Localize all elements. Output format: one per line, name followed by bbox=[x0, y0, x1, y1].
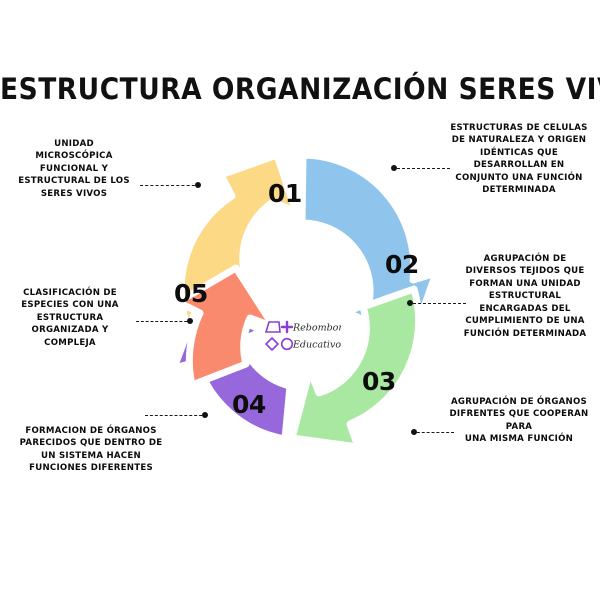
caption-05: CLASIFICACIÓN DE ESPECIES CON UNA ESTRUC… bbox=[6, 287, 134, 349]
caption-01-line-5: SERES VIVOS bbox=[40, 188, 108, 199]
cycle-segment-03[interactable] bbox=[288, 285, 423, 451]
caption-06-line-1: AGRUPACIÓN DE ÓRGANOS bbox=[450, 397, 587, 407]
leader-line-01 bbox=[140, 182, 201, 189]
caption-02-line-3: IDÉNTICAS QUE bbox=[480, 147, 558, 158]
leader-line-03 bbox=[407, 300, 466, 307]
caption-04-line-1: FORMACION DE ÓRGANOS bbox=[25, 426, 157, 436]
caption-06-line-3: UNA MISMA FUNCIÓN bbox=[464, 434, 574, 445]
cycle-diagram bbox=[150, 150, 450, 451]
caption-02-line-4: DESARROLLAN EN bbox=[473, 160, 565, 171]
cycle-number-04: 04 bbox=[232, 390, 266, 419]
leader-line-05 bbox=[136, 318, 193, 325]
cycle-number-02: 02 bbox=[385, 250, 419, 279]
caption-02: ESTRUCTURAS DE CELULAS DE NATURALEZA Y O… bbox=[443, 122, 595, 197]
caption-06: AGRUPACIÓN DE ÓRGANOS DIFRENTES QUE COOP… bbox=[441, 396, 597, 446]
caption-03-line-1: AGRUPACIÓN DE bbox=[483, 254, 567, 264]
caption-02-line-2: DE NATURALEZA Y ORIGEN bbox=[451, 135, 587, 146]
leader-line-06 bbox=[411, 429, 454, 436]
page-title: Estructura Organización Seres Vivos bbox=[0, 72, 600, 107]
caption-03-line-2: DIVERSOS TEJIDOS QUE bbox=[465, 266, 585, 277]
caption-04-line-3: UN SISTEMA HACEN bbox=[41, 450, 141, 461]
caption-02-line-5: CONJUNTO UNA FUNCIÓN bbox=[455, 172, 583, 183]
diamond-icon bbox=[264, 336, 280, 352]
caption-04-line-4: FUNCIONES DIFERENTES bbox=[29, 463, 153, 474]
caption-06-line-2: DIFRENTES QUE COOPERAN PARA bbox=[449, 409, 589, 432]
caption-04: FORMACION DE ÓRGANOS PARECIDOS QUE DENTR… bbox=[5, 425, 177, 475]
trapezoid-icon bbox=[264, 321, 281, 333]
caption-01-line-4: ESTRUCTURAL DE LOS bbox=[18, 176, 130, 187]
logo-name-line1: Rebombori bbox=[292, 323, 341, 334]
cycle-number-05: 05 bbox=[174, 279, 208, 308]
caption-01: UNIDAD MICROSCÓPICA FUNCIONAL Y ESTRUCTU… bbox=[8, 138, 140, 200]
caption-04-line-2: PARECIDOS QUE DENTRO DE bbox=[19, 438, 163, 449]
caption-05-line-1: CLASIFICACIÓN DE bbox=[23, 288, 117, 298]
caption-05-line-3: ESTRUCTURA bbox=[36, 312, 104, 323]
caption-03-line-7: FUNCIÓN DETERMINADA bbox=[463, 328, 587, 339]
circle-icon bbox=[280, 337, 294, 351]
caption-03: AGRUPACIÓN DE DIVERSOS TEJIDOS QUE FORMA… bbox=[455, 253, 595, 340]
caption-03-line-4: ESTRUCTURAL bbox=[488, 291, 562, 302]
cycle-number-03: 03 bbox=[362, 367, 396, 396]
logo-name-line2: Educativo bbox=[292, 340, 341, 351]
cycle-number-01: 01 bbox=[268, 179, 302, 208]
caption-05-line-4: ORGANIZADA Y bbox=[31, 325, 109, 336]
plus-icon bbox=[280, 320, 294, 334]
cycle-segment-05[interactable] bbox=[174, 264, 278, 389]
caption-01-line-3: FUNCIONAL Y bbox=[39, 163, 109, 174]
caption-02-line-1: ESTRUCTURAS DE CELULAS bbox=[450, 123, 588, 133]
center-logo: Rebombori Educativo bbox=[263, 318, 341, 358]
caption-01-line-1: UNIDAD bbox=[54, 139, 94, 149]
caption-01-line-2: MICROSCÓPICA bbox=[35, 151, 113, 162]
caption-02-line-6: DETERMINADA bbox=[482, 185, 556, 196]
caption-05-line-2: ESPECIES CON UNA bbox=[21, 300, 119, 311]
leader-line-02 bbox=[391, 165, 450, 172]
caption-03-line-3: FORMAN UNA UNIDAD bbox=[469, 278, 581, 289]
caption-03-line-6: CUMPLIMIENTO DE UNA bbox=[465, 316, 585, 327]
caption-03-line-5: ENCARGADAS DEL bbox=[479, 303, 571, 314]
caption-05-line-5: COMPLEJA bbox=[44, 337, 96, 348]
leader-line-04 bbox=[145, 412, 208, 419]
